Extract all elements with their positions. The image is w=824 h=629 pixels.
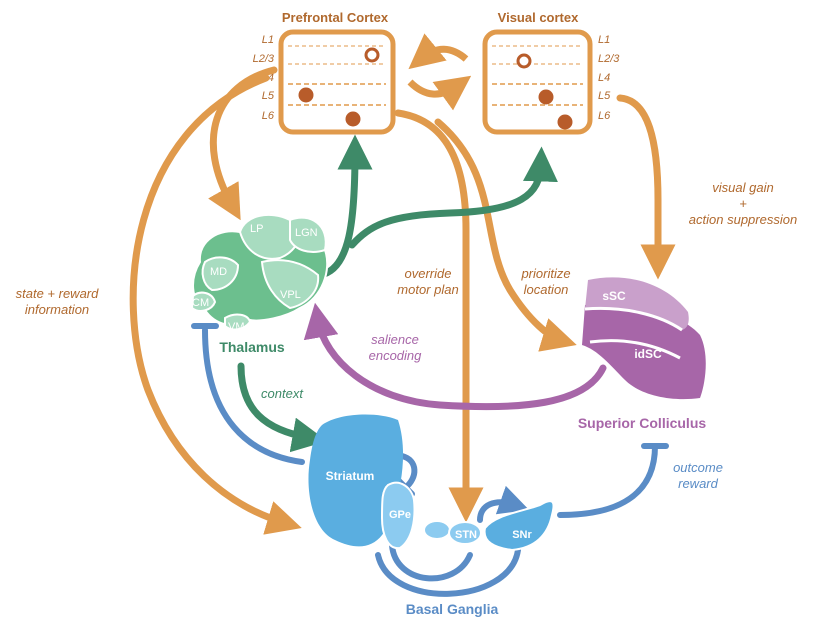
sc-layer-label: idSC bbox=[634, 347, 662, 361]
gpe bbox=[380, 481, 416, 550]
label-state-reward: state + reward bbox=[16, 286, 100, 301]
label-salience: encoding bbox=[369, 348, 423, 363]
snr bbox=[483, 500, 555, 552]
label-override: motor plan bbox=[397, 282, 458, 297]
blue-pathways bbox=[191, 323, 669, 597]
annotations: state + reward information override moto… bbox=[16, 180, 798, 491]
label-visual-gain: visual gain bbox=[712, 180, 773, 195]
layer-label: L1 bbox=[598, 34, 610, 46]
label-prioritize: prioritize bbox=[520, 266, 570, 281]
label-context: context bbox=[261, 386, 304, 401]
thalamus-to-striatum-arrow bbox=[237, 362, 328, 453]
thalamus: LP LGN MD VPL CM VM bbox=[190, 213, 329, 333]
thalamus-to-v1-arrow bbox=[348, 146, 558, 249]
cortico-cortical-arrows bbox=[407, 33, 472, 111]
visual-cortex bbox=[482, 29, 593, 135]
bg-to-thalamus-inhibit bbox=[202, 327, 305, 465]
label-state-reward: information bbox=[25, 302, 89, 317]
visual-cortex-title: Visual cortex bbox=[498, 10, 579, 25]
nucleus-label: GPe bbox=[389, 509, 411, 521]
prefrontal-cortex bbox=[278, 29, 396, 135]
striatum-to-gpe-inhibit bbox=[399, 453, 418, 491]
label-outcome: outcome bbox=[673, 460, 723, 475]
visual-layer-labels: L1 L2/3 L4 L5 L6 bbox=[598, 34, 620, 122]
sc-layer-label: sSC bbox=[602, 289, 626, 303]
sc-to-snr-pathway bbox=[557, 443, 658, 518]
stn-snr-arrow bbox=[477, 485, 530, 523]
pfc-to-stn-arrow bbox=[394, 109, 484, 523]
label-prioritize: location bbox=[524, 282, 569, 297]
superior-colliculus: sSC idSC bbox=[582, 277, 706, 400]
label-visual-gain: + bbox=[739, 196, 747, 211]
sc-title: Superior Colliculus bbox=[578, 415, 707, 431]
striatum bbox=[308, 414, 404, 547]
nucleus-label: MD bbox=[210, 266, 227, 278]
neuron-l5 bbox=[298, 87, 314, 103]
layer-label: L6 bbox=[262, 110, 275, 122]
nucleus-label: CM bbox=[192, 297, 209, 309]
gpe-loop bbox=[389, 542, 473, 582]
neuron-l23-open bbox=[516, 53, 532, 69]
thalamus-title: Thalamus bbox=[219, 339, 285, 355]
basal-ganglia-title: Basal Ganglia bbox=[406, 601, 499, 617]
neuron-l5 bbox=[538, 89, 554, 105]
prefrontal-layer-labels: L1 L2/3 L4 L5 L6 bbox=[253, 34, 275, 122]
label-override: override bbox=[405, 266, 452, 281]
nucleus-label: LGN bbox=[295, 227, 318, 239]
nucleus-label: VM bbox=[228, 321, 245, 333]
stn bbox=[448, 521, 482, 545]
pfc-to-sc-arrow bbox=[434, 118, 577, 352]
pfc-to-striatum-arrow bbox=[129, 74, 302, 535]
sc-to-thalamus-arrow bbox=[303, 302, 607, 411]
label-visual-gain: action suppression bbox=[689, 212, 797, 227]
idsc bbox=[582, 303, 706, 400]
neuron-l6 bbox=[345, 111, 361, 127]
layer-label: L4 bbox=[598, 72, 610, 84]
layer-label: L1 bbox=[262, 34, 274, 46]
nucleus-label: Striatum bbox=[326, 469, 375, 483]
green-pathways bbox=[237, 134, 558, 453]
orange-pathways bbox=[129, 66, 676, 535]
layer-label: L2/3 bbox=[253, 53, 275, 65]
neuron-l23-open bbox=[364, 47, 380, 63]
prefrontal-cortex-title: Prefrontal Cortex bbox=[282, 10, 389, 25]
layer-label: L5 bbox=[262, 90, 275, 102]
label-salience: salience bbox=[371, 332, 419, 347]
stn-left bbox=[423, 520, 451, 540]
nucleus-label: LP bbox=[250, 223, 263, 235]
nucleus-label: SNr bbox=[512, 529, 532, 541]
nucleus-label: STN bbox=[455, 529, 477, 541]
snr-loop bbox=[375, 547, 521, 597]
layer-label: L5 bbox=[598, 90, 611, 102]
layer-label: L6 bbox=[598, 110, 611, 122]
pfc-to-thalamus-arrow bbox=[208, 66, 278, 221]
ssc bbox=[585, 277, 689, 330]
label-outcome: reward bbox=[678, 476, 719, 491]
nucleus-label: VPL bbox=[280, 289, 301, 301]
thalamus-to-pfc-arrow bbox=[316, 134, 373, 279]
layer-label: L2/3 bbox=[598, 53, 620, 65]
basal-ganglia: Striatum GPe STN SNr bbox=[308, 414, 555, 552]
v1-to-sc-arrow bbox=[616, 94, 676, 280]
neuron-l6 bbox=[557, 114, 573, 130]
